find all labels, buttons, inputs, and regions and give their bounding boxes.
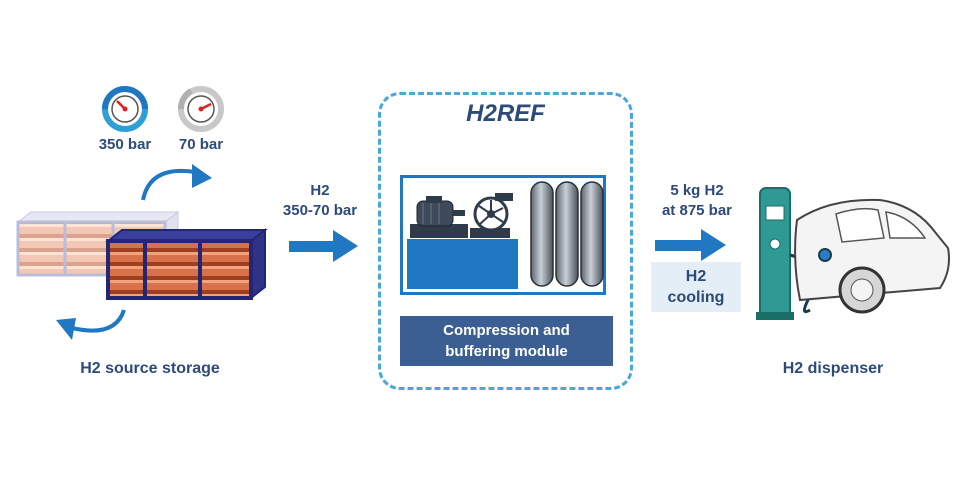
flow-out-line1: 5 kg H2 <box>670 182 724 199</box>
pressure-gauge-icon <box>102 86 148 132</box>
source-storage-label: H2 source storage <box>80 360 220 377</box>
pressure-gauge-icon <box>178 86 224 132</box>
h2ref-boundary <box>378 92 633 390</box>
tube-trailer-icon <box>105 227 268 301</box>
gauge-label-low: 70 bar <box>178 136 224 153</box>
module-caption-line1: Compression and <box>443 322 570 339</box>
gas-cylinder-icon <box>530 181 604 287</box>
cooling-line2: cooling <box>667 289 725 306</box>
flow-arrow-icon <box>655 229 726 261</box>
flow-out-label: 5 kg H2 at 875 bar <box>647 181 747 221</box>
cooling-box: H2 cooling <box>651 262 741 312</box>
cycle-arrow-icon <box>141 164 212 201</box>
flow-in-label: H2 350-70 bar <box>265 181 375 221</box>
equipment-base <box>407 239 518 289</box>
dispenser-label: H2 dispenser <box>782 360 884 377</box>
flow-out-line2: at 875 bar <box>661 202 733 219</box>
compressor-fan-icon <box>470 193 513 238</box>
flow-in-line2: 350-70 bar <box>282 202 358 219</box>
gauge-label-high: 350 bar <box>98 136 152 153</box>
h2ref-title: H2REF <box>466 100 545 127</box>
flow-arrow-icon <box>289 230 358 262</box>
cooling-line1: H2 <box>685 268 707 285</box>
motor-icon <box>410 196 468 238</box>
flow-in-line1: H2 <box>310 182 330 199</box>
cycle-arrow-icon <box>56 309 126 340</box>
car-icon <box>794 198 950 314</box>
fuel-dispenser-icon <box>756 187 811 320</box>
module-caption: Compression and buffering module <box>400 316 613 366</box>
module-caption-line2: buffering module <box>445 343 568 360</box>
